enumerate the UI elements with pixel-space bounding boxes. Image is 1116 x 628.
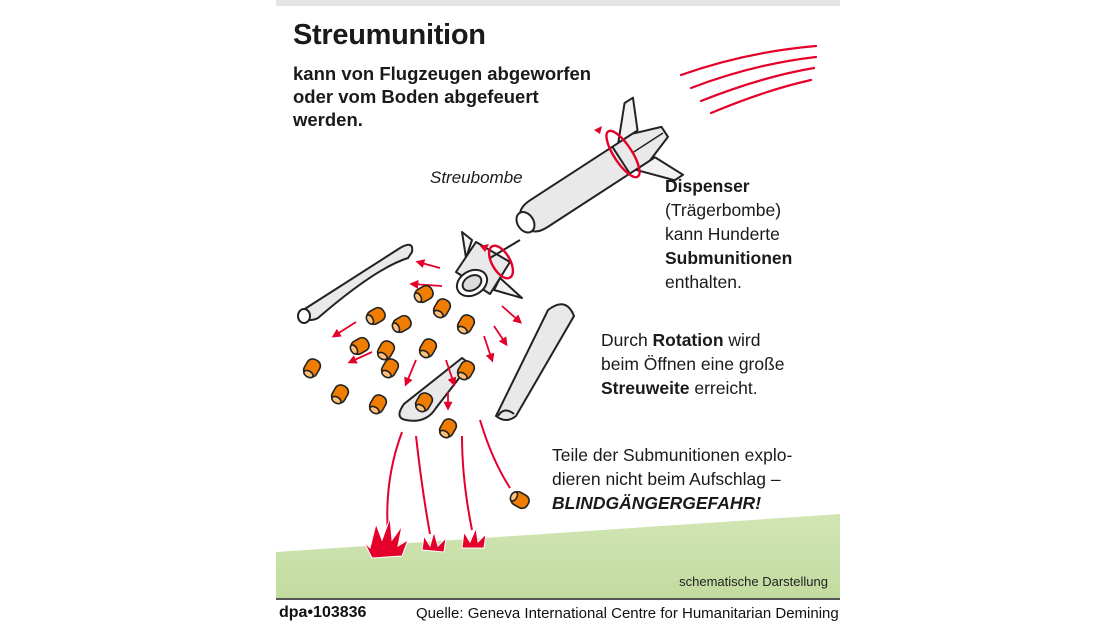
top-bar (276, 0, 840, 6)
subtitle-line: kann von Flugzeugen abgeworfen (293, 63, 592, 84)
rotation-text: Durch (601, 330, 653, 350)
motion-streaks (679, 44, 818, 115)
rotation-text: erreicht. (689, 378, 758, 398)
rotation-description: Durch Rotation wird beim Öffnen eine gro… (601, 328, 831, 400)
agency-id: dpa•103836 (279, 604, 367, 621)
rotation-term: Rotation (652, 330, 724, 350)
streuweite-term: Streuweite (601, 378, 690, 398)
schematic-note: schematische Darstellung (679, 574, 828, 589)
dispersal-arrows (331, 259, 523, 411)
rotation-text: wird (723, 330, 761, 350)
footer: dpa•103836 Quelle: Geneva International … (276, 598, 840, 628)
shell-fragment-left (297, 243, 414, 324)
falling-trails (386, 419, 511, 535)
warning-line: dieren nicht beim Aufschlag – (552, 469, 781, 489)
rotation-ring-tail (487, 244, 515, 280)
ground (276, 514, 840, 598)
dispenser-term: Dispenser (665, 176, 750, 196)
dispenser-line: enthalten. (665, 272, 742, 292)
warning-emphasis: BLINDGÄNGERGEFAHR! (552, 493, 762, 513)
submunitions (302, 284, 530, 510)
shell-fragment-right (494, 303, 576, 421)
label-streubombe: Streubombe (430, 168, 523, 187)
rotation-ring-main (605, 129, 641, 179)
cluster-munition-illustration (276, 44, 840, 598)
source-credit: Quelle: Geneva International Centre for … (416, 605, 839, 622)
open-bomb-tail (455, 231, 523, 299)
dispenser-description: Dispenser (Trägerbombe) kann Hunderte Su… (665, 174, 835, 294)
explosions (363, 517, 487, 559)
warning-line: Teile der Submunitionen explo- (552, 445, 793, 465)
dispenser-line: kann Hunderte (665, 224, 780, 244)
warning-description: Teile der Submunitionen explo- dieren ni… (552, 443, 837, 515)
page-title: Streumunition (293, 19, 486, 51)
dispenser-line: (Trägerbombe) (665, 200, 782, 220)
subtitle: kann von Flugzeugen abgeworfen oder vom … (293, 62, 623, 131)
submunitionen-term: Submunitionen (665, 248, 793, 268)
subtitle-line: werden. (293, 109, 363, 130)
infographic-card: Streumunition kann von Flugzeugen abgewo… (276, 0, 840, 628)
rotation-arrow-head (594, 126, 602, 134)
subtitle-line: oder vom Boden abgefeuert (293, 86, 539, 107)
dispenser-bomb (515, 96, 685, 234)
rotation-text: beim Öffnen eine große (601, 354, 785, 374)
